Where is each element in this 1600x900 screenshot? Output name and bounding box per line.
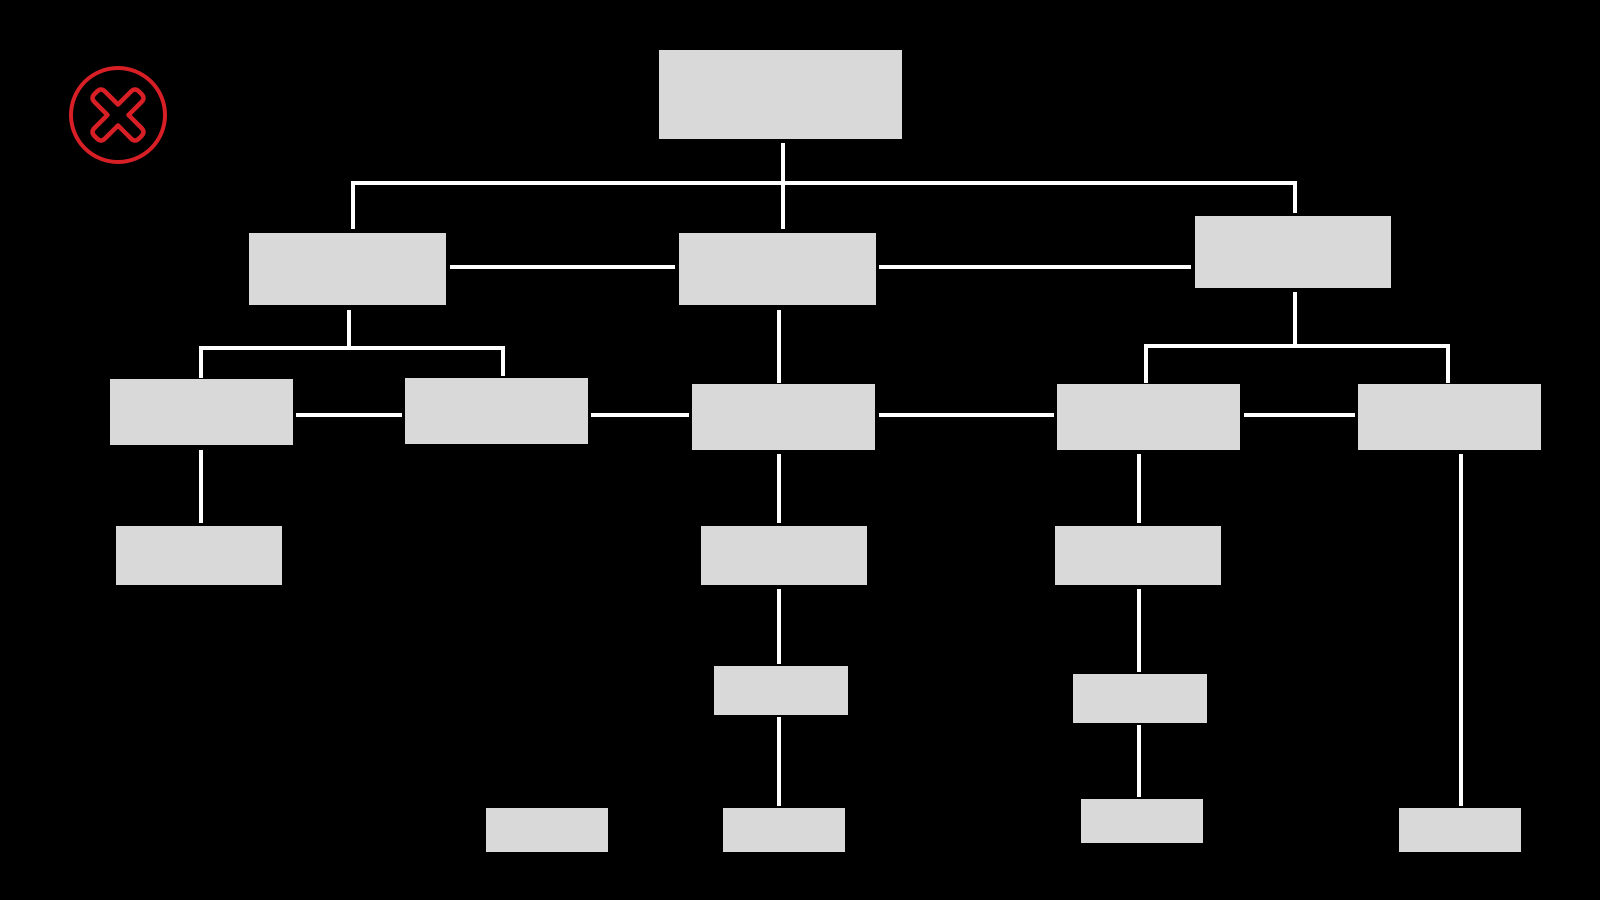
node-level2-d <box>1057 384 1240 450</box>
node-level2-a <box>110 379 293 445</box>
node-level3-d <box>1055 526 1221 585</box>
node-level2-b <box>405 378 588 444</box>
connector-lines <box>199 143 1463 806</box>
node-level5-c <box>723 808 845 852</box>
node-level3-a <box>116 526 282 585</box>
connector-root-bus <box>351 181 1297 229</box>
diagram-nodes <box>110 50 1541 852</box>
node-level1-right <box>1195 216 1391 288</box>
connector-left-bus <box>199 346 505 378</box>
node-level1-left <box>249 233 446 305</box>
connector-right-bus <box>1144 344 1450 383</box>
node-level5-b <box>486 808 608 852</box>
node-level1-mid <box>679 233 876 305</box>
close-circle-icon <box>69 66 167 164</box>
node-root <box>659 50 902 139</box>
node-level4-d <box>1073 674 1207 723</box>
node-level3-c <box>701 526 867 585</box>
node-level5-e <box>1399 808 1521 852</box>
node-level4-c <box>714 666 848 715</box>
node-level2-c <box>692 384 875 450</box>
node-level5-d <box>1081 799 1203 843</box>
close-button[interactable] <box>68 65 168 165</box>
node-level2-e <box>1358 384 1541 450</box>
